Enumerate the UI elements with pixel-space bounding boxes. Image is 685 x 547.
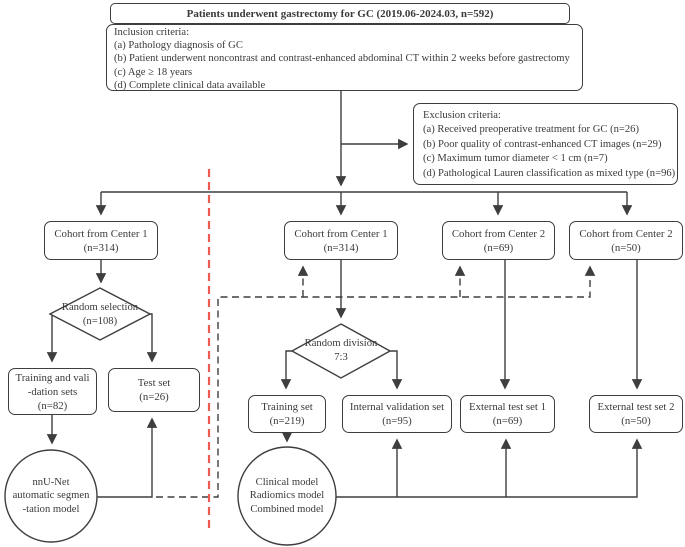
arrow-nnunet-to-testset <box>97 417 158 498</box>
arrow-randomdivision-to-internalval <box>390 350 403 390</box>
cohort-center2-external1-box: Cohort from Center 2 (n=69) <box>442 221 555 260</box>
cohort-model-count: (n=314) <box>323 241 359 254</box>
ext-test1-label: External test set 1 <box>468 401 547 413</box>
title-text: Patients underwent gastrectomy for GC (2… <box>186 7 494 20</box>
test-set-count: (n=26) <box>139 391 169 403</box>
cohort-center1-modeling-box: Cohort from Center 1 (n=314) <box>284 221 398 260</box>
arrow-randomdivision-to-trainingset <box>280 350 292 390</box>
internal-validation-set-box: Internal validation set (n=95) <box>342 395 452 433</box>
test-set-box: Test set (n=26) <box>108 368 200 412</box>
cohort-model-label: Cohort from Center 1 <box>294 227 388 240</box>
random-selection-diamond <box>48 287 152 341</box>
training-set-box: Training set (n=219) <box>248 395 326 433</box>
cohort-center1-segmentation-box: Cohort from Center 1 (n=314) <box>44 221 158 260</box>
models-circle <box>237 446 337 546</box>
train-val-count: (n=82) <box>37 399 68 412</box>
inclusion-item: (c) Age ≥ 18 years <box>114 66 193 78</box>
inclusion-item: (b) Patient underwent noncontrast and co… <box>114 53 570 65</box>
exclusion-item: (b) Poor quality of contrast-enhanced CT… <box>423 138 662 150</box>
random-division-diamond <box>290 323 392 379</box>
cohort-ext2-count: (n=50) <box>611 241 641 254</box>
internal-val-label: Internal validation set <box>349 401 445 413</box>
dashed-nnunet-to-cohortext2 <box>156 265 596 498</box>
exclusion-item: (a) Received preoperative treatment for … <box>423 124 639 136</box>
line-models-to-exttest2 <box>336 438 643 498</box>
cohort-ext2-label: Cohort from Center 2 <box>579 227 673 240</box>
ext-test1-count: (n=69) <box>492 415 523 427</box>
inclusion-header: Inclusion criteria: <box>114 27 190 38</box>
internal-val-count: (n=95) <box>382 415 412 427</box>
inclusion-item: (a) Pathology diagnosis of GC <box>114 40 243 52</box>
cohort-ext1-count: (n=69) <box>483 241 514 254</box>
exclusion-header: Exclusion criteria: <box>423 110 501 121</box>
exclusion-item: (c) Maximum tumor diameter < 1 cm (n=7) <box>423 153 608 165</box>
inclusion-criteria-box: Inclusion criteria: (a) Pathology diagno… <box>106 24 583 91</box>
cohort-seg-count: (n=314) <box>83 241 119 254</box>
cohort-center2-external2-box: Cohort from Center 2 (n=50) <box>569 221 683 260</box>
exclusion-criteria-box: Exclusion criteria: (a) Received preoper… <box>413 103 678 185</box>
arrow-randomselection-to-testset <box>146 313 158 363</box>
cohort-seg-label: Cohort from Center 1 <box>54 227 148 240</box>
training-set-count: (n=219) <box>269 415 305 427</box>
arrow-randomselection-to-trainval <box>46 313 58 363</box>
training-validation-sets-box: Training and vali -dation sets (n=82) <box>8 368 97 415</box>
exclusion-item: (d) Pathological Lauren classification a… <box>423 167 676 179</box>
cohort-ext1-label: Cohort from Center 2 <box>451 227 546 240</box>
train-val-line2: -dation sets <box>27 385 78 398</box>
training-set-label: Training set <box>261 401 313 413</box>
ext-test2-count: (n=50) <box>621 415 651 427</box>
nnunet-model-circle <box>4 449 98 543</box>
inclusion-item: (d) Complete clinical data available <box>114 79 266 91</box>
test-set-label: Test set <box>137 377 171 389</box>
train-val-line1: Training and vali <box>15 371 90 384</box>
external-test-set-2-box: External test set 2 (n=50) <box>589 395 683 433</box>
ext-test2-label: External test set 2 <box>597 401 675 413</box>
external-test-set-1-box: External test set 1 (n=69) <box>460 395 555 433</box>
title-box: Patients underwent gastrectomy for GC (2… <box>110 3 570 24</box>
